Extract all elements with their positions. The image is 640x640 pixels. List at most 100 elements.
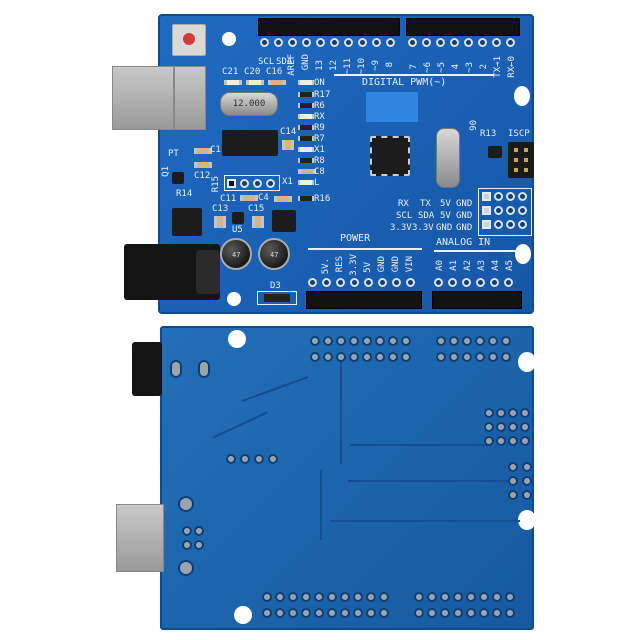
back-pad [182,526,192,536]
back-pad [466,592,476,602]
usb-connector-back [116,504,164,572]
back-pad [449,336,459,346]
silk-grid-gnd: GND [456,199,473,209]
silk-rx: RX [314,112,325,122]
mounting-hole [234,606,252,624]
grid-pin-pad [482,206,491,215]
icsp-pin [524,148,528,152]
dc-jack-front [196,250,220,294]
back-pad [288,592,298,602]
silk-d3: D3 [270,281,281,291]
back-pad [288,608,298,618]
crystal-label: 12.000 [232,99,266,109]
digital-pin-pad [358,38,367,47]
analog-pin-pad [504,278,513,287]
back-pad [488,336,498,346]
silk-c11: C11 [220,194,237,204]
back-pad [462,352,472,362]
dc-jack-back [132,342,162,396]
silk-c12: C12 [194,171,211,181]
back-pad [182,540,192,550]
silk-pin-a3: A3 [477,260,487,271]
digital-pin-pad [464,38,473,47]
silk-8: 8 [385,62,395,68]
capacitor-c14 [282,140,294,150]
back-pad [240,454,250,464]
capacitor-c8 [298,169,316,174]
back-pad [388,336,398,346]
silk-9: ~9 [371,60,381,71]
pcb-trace [340,356,342,464]
pcb-trace [320,470,322,540]
back-pad [496,408,506,418]
silk-scl: SCL [258,57,275,67]
silk-r14: R14 [176,189,193,199]
silk-pin-gnd-b: GND [391,256,401,273]
x1-header-outline [224,175,280,191]
silk-pin-gnd: GND [377,256,387,273]
electrolytic-capacitor-2: 47 [258,238,290,270]
jack-pad [170,360,182,378]
analog-pin-pad [462,278,471,287]
silk-u5: U5 [232,225,243,235]
digital-header-right [406,18,520,36]
resistor [298,196,314,201]
back-pad [366,592,376,602]
silk-pin-5v-b: 5V [363,262,373,273]
back-pad [505,608,515,618]
back-pad [275,608,285,618]
silk-7: 7 [409,64,419,70]
icsp-pin [524,168,528,172]
power-pin-pad [364,278,373,287]
silk-12: 12 [329,60,339,71]
back-pad [375,352,385,362]
capacitor-c21 [224,80,242,85]
analog-pin-pad [434,278,443,287]
digital-pin-pad [478,38,487,47]
grid-pin-pad [506,206,515,215]
back-pad [508,408,518,418]
back-pad [275,592,285,602]
back-pad [327,608,337,618]
silk-pin-vin: VIN [405,256,415,273]
capacitor-c13 [214,216,226,228]
back-pad [522,462,532,472]
silk-c20: C20 [244,67,261,77]
back-pad [520,436,530,446]
diode-d3-outline [257,291,297,305]
resistor [298,92,314,97]
regulator-u5 [232,212,244,224]
icsp-header[interactable] [508,142,534,178]
back-pad [492,592,502,602]
digital-pin-pad [260,38,269,47]
back-pad [453,608,463,618]
silk-x1: X1 [314,145,325,155]
power-header [306,291,422,309]
digital-pin-pad [436,38,445,47]
grid-pin-pad [494,206,503,215]
analog-silk-line [434,250,520,252]
silk-sda: SDA [276,57,293,67]
grid-pin-pad [506,192,515,201]
silk-6: ~6 [423,62,433,73]
power-label: POWER [340,233,371,244]
silk-c21: C21 [222,67,239,77]
silk-r13-side: 90 [469,120,479,131]
reset-button[interactable] [172,24,206,56]
silk-pin-3v3: 3.3V [349,254,359,276]
resistor [298,158,314,163]
back-pad [310,352,320,362]
capacitor-c4 [274,196,292,202]
back-pad [375,336,385,346]
back-pad [310,336,320,346]
back-pad [414,592,424,602]
silk-r17: R17 [314,90,331,100]
capacitor-c11 [240,195,258,201]
back-pad [427,592,437,602]
back-pad [366,608,376,618]
digital-pwm-label: DIGITAL PWM(~) [362,77,447,88]
back-pad [262,592,272,602]
grid-pin-pad [482,220,491,229]
transistor-q1 [172,172,184,184]
back-pad [427,608,437,618]
